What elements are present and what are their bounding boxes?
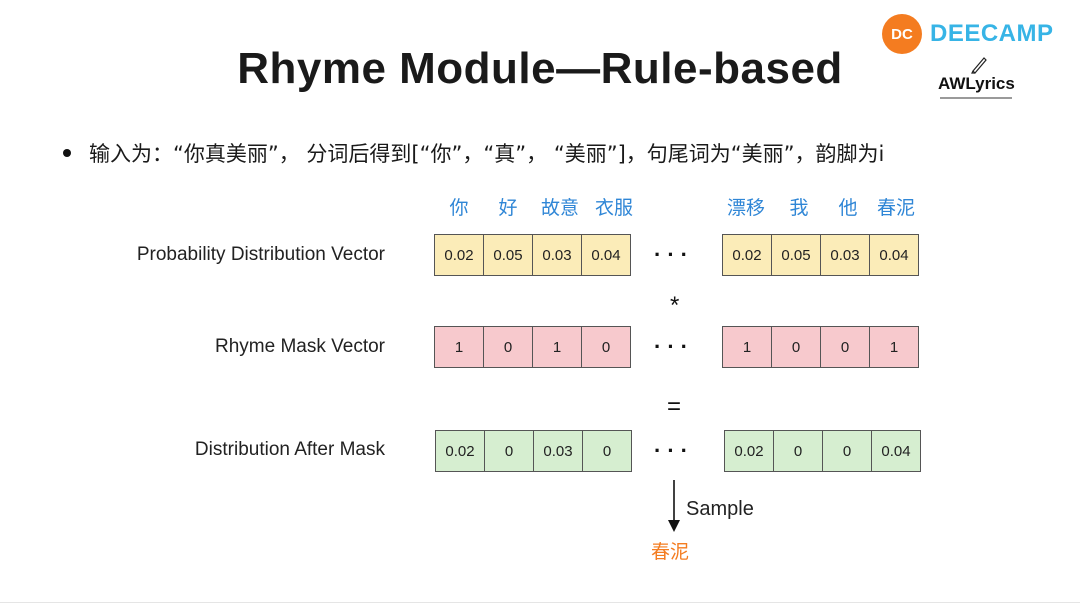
vocab-word: 衣服 <box>594 197 634 219</box>
vector-cell: 1 <box>435 327 484 367</box>
vocab-word: 我 <box>789 197 809 219</box>
vector-cell: 0 <box>485 431 534 471</box>
vocab-word: 故意 <box>540 197 580 219</box>
vector-cell: 1 <box>533 327 582 367</box>
masked-vector-left: 0.02 0 0.03 0 <box>435 430 632 472</box>
bullet-dot-icon <box>63 149 71 157</box>
masked-vector-right: 0.02 0 0 0.04 <box>724 430 921 472</box>
vector-cell: 1 <box>723 327 772 367</box>
vector-cell: 0.03 <box>533 235 582 275</box>
vocab-word: 你 <box>449 197 469 219</box>
row-label-mask: Rhyme Mask Vector <box>215 336 385 357</box>
vector-cell: 0 <box>583 431 631 471</box>
vector-cell: 0.02 <box>725 431 774 471</box>
slide-title: Rhyme Module—Rule-based <box>237 44 843 93</box>
vector-cell: 1 <box>870 327 918 367</box>
mask-vector-right: 1 0 0 1 <box>722 326 919 368</box>
sample-label: Sample <box>686 498 754 520</box>
probability-vector-right: 0.02 0.05 0.03 0.04 <box>722 234 919 276</box>
sample-arrow-icon <box>668 480 680 532</box>
vector-cell: 0.02 <box>435 235 484 275</box>
vector-cell: 0.05 <box>484 235 533 275</box>
pen-icon <box>971 57 987 74</box>
multiply-operator: * <box>670 292 680 319</box>
vector-cell: 0.02 <box>436 431 485 471</box>
ellipsis: ··· <box>654 242 694 267</box>
bullet-text: 输入为：“你真美丽”， 分词后得到[“你”，“真”， “美丽”]，句尾词为“美丽… <box>89 142 885 166</box>
row-label-probability: Probability Distribution Vector <box>136 244 385 265</box>
vector-cell: 0.02 <box>723 235 772 275</box>
vector-cell: 0 <box>772 327 821 367</box>
bullet-point: 输入为：“你真美丽”， 分词后得到[“你”，“真”， “美丽”]，句尾词为“美丽… <box>63 138 884 168</box>
deecamp-logo-mark: DC <box>882 14 922 54</box>
vector-cell: 0 <box>582 327 630 367</box>
awlyrics-logo-underline <box>940 97 1012 99</box>
vector-cell: 0 <box>774 431 823 471</box>
awlyrics-logo: AWLyrics <box>938 74 1015 93</box>
deecamp-logo: DC DEECAMP <box>882 12 1054 56</box>
vector-cell: 0.04 <box>582 235 630 275</box>
vector-cell: 0.04 <box>870 235 918 275</box>
equals-operator: = <box>667 393 682 420</box>
vocab-word: 好 <box>498 197 518 219</box>
vector-cell: 0 <box>823 431 872 471</box>
sampled-word: 春泥 <box>650 541 690 563</box>
vocab-word: 漂移 <box>726 197 766 219</box>
vector-cell: 0.03 <box>821 235 870 275</box>
ellipsis: ··· <box>654 438 694 463</box>
ellipsis: ··· <box>654 334 694 359</box>
vector-cell: 0 <box>821 327 870 367</box>
vector-cell: 0.05 <box>772 235 821 275</box>
vector-cell: 0.03 <box>534 431 583 471</box>
vector-cell: 0 <box>484 327 533 367</box>
deecamp-logo-text: DEECAMP <box>930 20 1054 47</box>
probability-vector-left: 0.02 0.05 0.03 0.04 <box>434 234 631 276</box>
vocab-word: 他 <box>838 197 858 219</box>
vector-cell: 0.04 <box>872 431 920 471</box>
mask-vector-left: 1 0 1 0 <box>434 326 631 368</box>
slide-bottom-divider <box>0 602 1080 603</box>
vocab-word: 春泥 <box>876 197 916 219</box>
row-label-after-mask: Distribution After Mask <box>194 439 385 460</box>
